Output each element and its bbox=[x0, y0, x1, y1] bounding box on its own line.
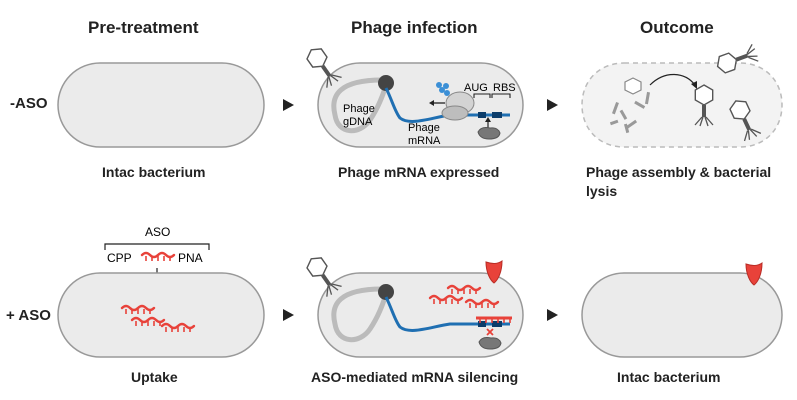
nascent-peptide-icon bbox=[436, 82, 450, 96]
injection-complex-icon-bottom bbox=[378, 284, 394, 300]
phage-gdna-strand bbox=[331, 77, 388, 134]
phage-mrna-strand bbox=[384, 87, 510, 123]
blocked-ribosome-icon bbox=[478, 337, 502, 350]
bacterium-top-pretreatment bbox=[57, 62, 265, 148]
caption-uptake: Uptake bbox=[131, 369, 178, 385]
arrow-bottom-1 bbox=[283, 309, 294, 321]
rbs-bracket bbox=[491, 93, 511, 98]
header-pre-treatment: Pre-treatment bbox=[88, 18, 199, 37]
bacterium-bottom-silencing bbox=[317, 272, 524, 358]
ribosome-icon bbox=[441, 91, 475, 121]
header-phage-infection: Phage infection bbox=[351, 18, 478, 37]
phage-gdna-strand-bottom bbox=[331, 286, 388, 343]
label-phage-mrna-1: Phage bbox=[408, 122, 440, 134]
aso-bracket bbox=[104, 243, 210, 250]
free-ribosome-icon bbox=[477, 127, 501, 140]
aso-molecule-legend bbox=[140, 251, 176, 263]
label-phage-gdna-1: Phage bbox=[343, 103, 375, 115]
caption-intact-bacterium-top: Intac bacterium bbox=[102, 164, 206, 180]
bacterium-bottom-outcome bbox=[581, 272, 783, 358]
aug-bracket bbox=[473, 93, 491, 98]
aso-bound-to-mrna bbox=[476, 316, 512, 323]
injection-complex-icon bbox=[378, 75, 394, 91]
label-phage-gdna-2: gDNA bbox=[343, 116, 373, 128]
label-pna: PNA bbox=[178, 251, 203, 265]
phage-component-fragments bbox=[609, 77, 651, 134]
caption-phage-mrna-expressed: Phage mRNA expressed bbox=[338, 164, 500, 180]
bacterium-bottom-uptake bbox=[57, 272, 265, 358]
assembly-arrow bbox=[649, 73, 696, 86]
arrow-top-2 bbox=[547, 99, 558, 111]
arrow-bottom-2 bbox=[547, 309, 558, 321]
caption-aso-mediated-silencing: ASO-mediated mRNA silencing bbox=[311, 369, 519, 385]
label-rbs: RBS bbox=[493, 82, 516, 94]
caption-phage-assembly-lysis: Phage assembly & bacterial lysis bbox=[586, 164, 772, 199]
bacterium-top-infection bbox=[317, 62, 524, 148]
caption-intact-bacterium-bottom: Intac bacterium bbox=[617, 369, 721, 385]
blocked-cross-icon bbox=[486, 328, 494, 336]
row-label-minus-aso: -ASO bbox=[10, 95, 48, 112]
phage-mrna-strand-bottom bbox=[384, 296, 510, 332]
arrow-top-1 bbox=[283, 99, 294, 111]
row-label-plus-aso: + ASO bbox=[6, 307, 51, 324]
label-phage-mrna-2: mRNA bbox=[408, 135, 441, 147]
label-aug: AUG bbox=[464, 82, 488, 94]
label-aso: ASO bbox=[145, 225, 170, 239]
header-outcome: Outcome bbox=[640, 18, 714, 37]
label-cpp: CPP bbox=[107, 251, 132, 265]
